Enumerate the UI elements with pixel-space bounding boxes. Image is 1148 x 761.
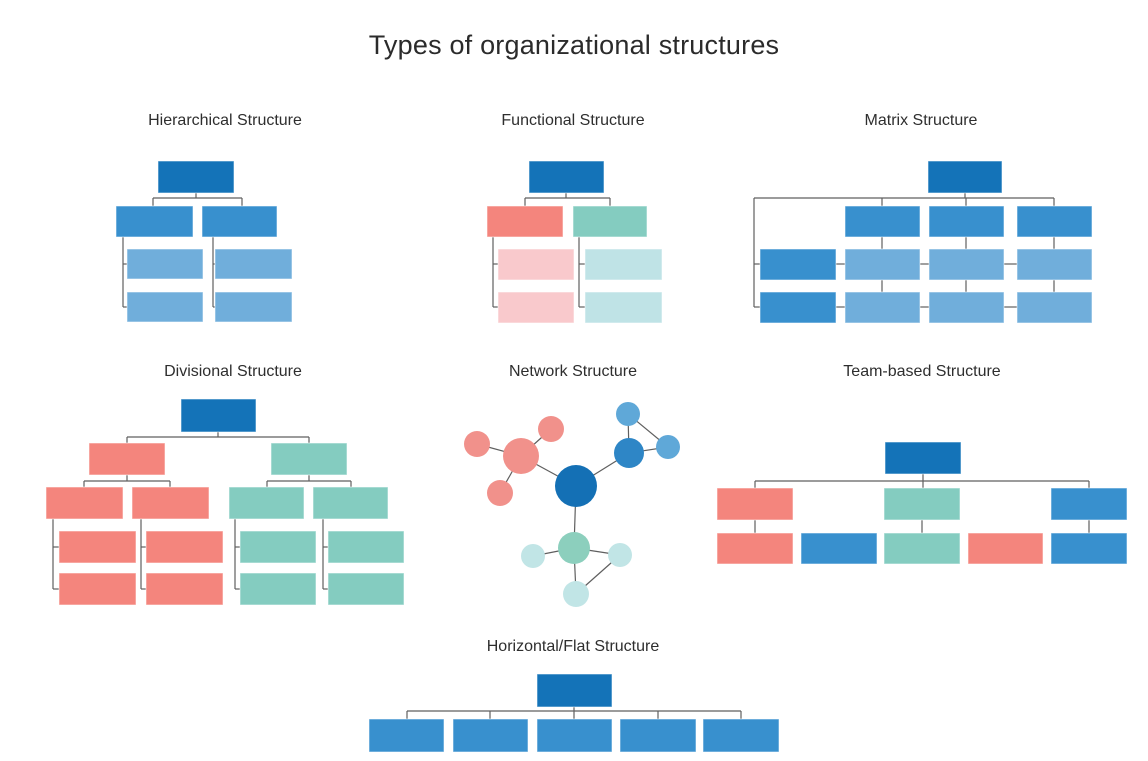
hierarchical-node-box bbox=[214, 291, 293, 323]
hierarchical-node-box bbox=[201, 205, 278, 238]
hierarchical-node-box bbox=[126, 248, 204, 280]
network-node-circle bbox=[487, 480, 513, 506]
horizontal-node-box bbox=[536, 718, 613, 753]
hierarchical-node-box bbox=[115, 205, 194, 238]
teambased-node-box bbox=[884, 441, 962, 475]
network-node-circle bbox=[464, 431, 490, 457]
divisional-node-box bbox=[145, 530, 224, 564]
divisional-node-box bbox=[239, 572, 317, 606]
matrix-node-box bbox=[1016, 248, 1093, 281]
matrix-node-box bbox=[928, 248, 1005, 281]
teambased-node-box bbox=[716, 532, 794, 565]
teambased-node-box bbox=[1050, 487, 1128, 521]
teambased-node-box bbox=[883, 532, 961, 565]
matrix-node-box bbox=[928, 205, 1005, 238]
matrix-diagram bbox=[753, 160, 1093, 324]
teambased-node-box bbox=[800, 532, 878, 565]
matrix-node-box bbox=[927, 160, 1003, 194]
divisional-node-box bbox=[131, 486, 210, 520]
divisional-node-box bbox=[88, 442, 166, 476]
network-diagram bbox=[464, 402, 680, 607]
panel-title-divisional: Divisional Structure bbox=[164, 363, 302, 380]
teambased-node-box bbox=[1050, 532, 1128, 565]
horizontal-node-box bbox=[452, 718, 529, 753]
divisional-node-box bbox=[312, 486, 389, 520]
network-node-circle bbox=[656, 435, 680, 459]
matrix-node-box bbox=[1016, 291, 1093, 324]
horizontal-node-box bbox=[368, 718, 445, 753]
matrix-node-box bbox=[844, 205, 921, 238]
functional-node-box bbox=[497, 291, 575, 324]
network-node-circle bbox=[558, 532, 590, 564]
network-node-circle bbox=[521, 544, 545, 568]
network-node-circle bbox=[563, 581, 589, 607]
matrix-node-box bbox=[759, 291, 837, 324]
divisional-node-box bbox=[180, 398, 257, 433]
panel-title-horizontal-flat: Horizontal/Flat Structure bbox=[486, 638, 660, 655]
panel-title-hierarchical: Hierarchical Structure bbox=[148, 112, 302, 129]
matrix-node-box bbox=[844, 248, 921, 281]
functional-node-box bbox=[584, 248, 663, 281]
panel-title-network: Network Structure bbox=[508, 363, 638, 380]
divisional-node-box bbox=[239, 530, 317, 564]
functional-node-box bbox=[528, 160, 605, 194]
functional-diagram bbox=[486, 160, 663, 324]
divisional-node-box bbox=[228, 486, 305, 520]
horizontal-diagram bbox=[368, 673, 780, 753]
divisional-node-box bbox=[58, 530, 137, 564]
matrix-node-box bbox=[759, 248, 837, 281]
network-node-circle bbox=[616, 402, 640, 426]
network-node-circle bbox=[614, 438, 644, 468]
teambased-diagram bbox=[716, 441, 1128, 565]
functional-node-box bbox=[584, 291, 663, 324]
functional-node-box bbox=[486, 205, 564, 238]
horizontal-node-box bbox=[619, 718, 697, 753]
hierarchical-node-box bbox=[126, 291, 204, 323]
teambased-node-box bbox=[883, 487, 961, 521]
network-node-circle bbox=[608, 543, 632, 567]
panel-title-team-based: Team-based Structure bbox=[843, 363, 1001, 380]
hierarchical-node-box bbox=[214, 248, 293, 280]
divisional-node-box bbox=[327, 572, 405, 606]
panel-title-matrix: Matrix Structure bbox=[864, 112, 978, 129]
matrix-node-box bbox=[928, 291, 1005, 324]
page-title: Types of organizational structures bbox=[368, 30, 780, 60]
hierarchical-diagram bbox=[115, 160, 293, 323]
divisional-node-box bbox=[58, 572, 137, 606]
functional-node-box bbox=[572, 205, 648, 238]
network-node-circle bbox=[555, 465, 597, 507]
network-node-circle bbox=[538, 416, 564, 442]
network-node-circle bbox=[503, 438, 539, 474]
matrix-node-box bbox=[844, 291, 921, 324]
hierarchical-node-box bbox=[157, 160, 235, 194]
matrix-node-box bbox=[1016, 205, 1093, 238]
horizontal-node-box bbox=[536, 673, 613, 708]
teambased-node-box bbox=[967, 532, 1044, 565]
divisional-node-box bbox=[327, 530, 405, 564]
teambased-node-box bbox=[716, 487, 794, 521]
divisional-node-box bbox=[45, 486, 124, 520]
horizontal-node-box bbox=[702, 718, 780, 753]
divisional-diagram bbox=[45, 398, 405, 606]
functional-node-box bbox=[497, 248, 575, 281]
divisional-node-box bbox=[145, 572, 224, 606]
panel-title-functional: Functional Structure bbox=[501, 112, 645, 129]
divisional-node-box bbox=[270, 442, 348, 476]
